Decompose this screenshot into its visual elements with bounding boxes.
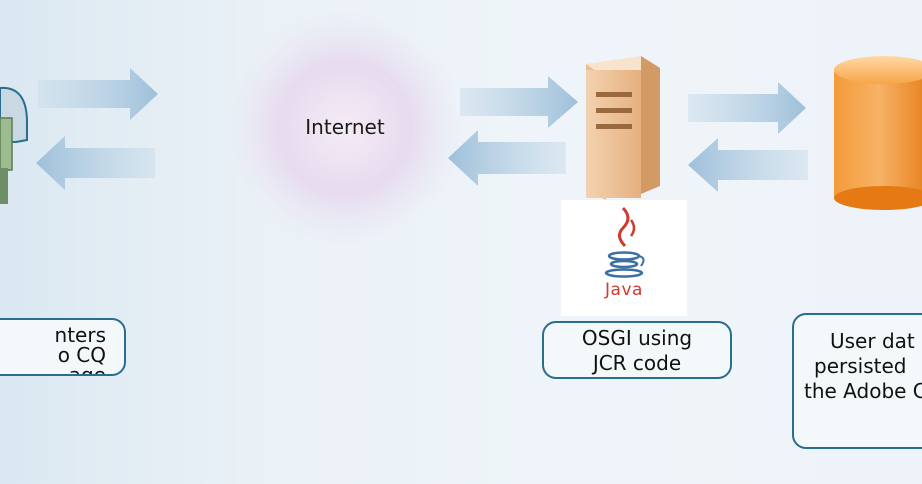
arrow-internet-to-client — [36, 136, 155, 190]
repo-line-2: persisted — [814, 354, 907, 378]
repo-line-3: the Adobe C — [804, 379, 922, 403]
server-icon — [586, 56, 660, 200]
client-computer-icon — [0, 86, 28, 204]
internet-label: Internet — [305, 115, 385, 139]
arrow-repository-to-server — [688, 138, 808, 192]
arrow-internet-to-server — [460, 76, 578, 128]
user-description-box: nters o CQ age — [0, 318, 126, 376]
repository-database-icon — [834, 56, 922, 210]
user-line-3: age — [68, 363, 106, 376]
user-line-2: o CQ — [57, 343, 106, 367]
repo-line-1: User dat — [830, 329, 915, 353]
arrow-server-to-internet — [448, 130, 566, 186]
osgi-line-2: JCR code — [592, 351, 682, 375]
java-cup-icon — [604, 206, 645, 278]
internet-cloud — [225, 8, 465, 248]
java-logo-text: Java — [605, 280, 643, 300]
arrow-client-to-internet — [38, 68, 158, 120]
osgi-description-box: OSGI using JCR code — [542, 321, 732, 379]
user-line-1: nters — [54, 323, 106, 347]
osgi-line-1: OSGI using — [581, 326, 693, 350]
java-logo: Java — [561, 200, 687, 316]
arrow-server-to-repository — [688, 82, 806, 134]
repository-description-box: User dat persisted the Adobe C — [792, 313, 922, 449]
